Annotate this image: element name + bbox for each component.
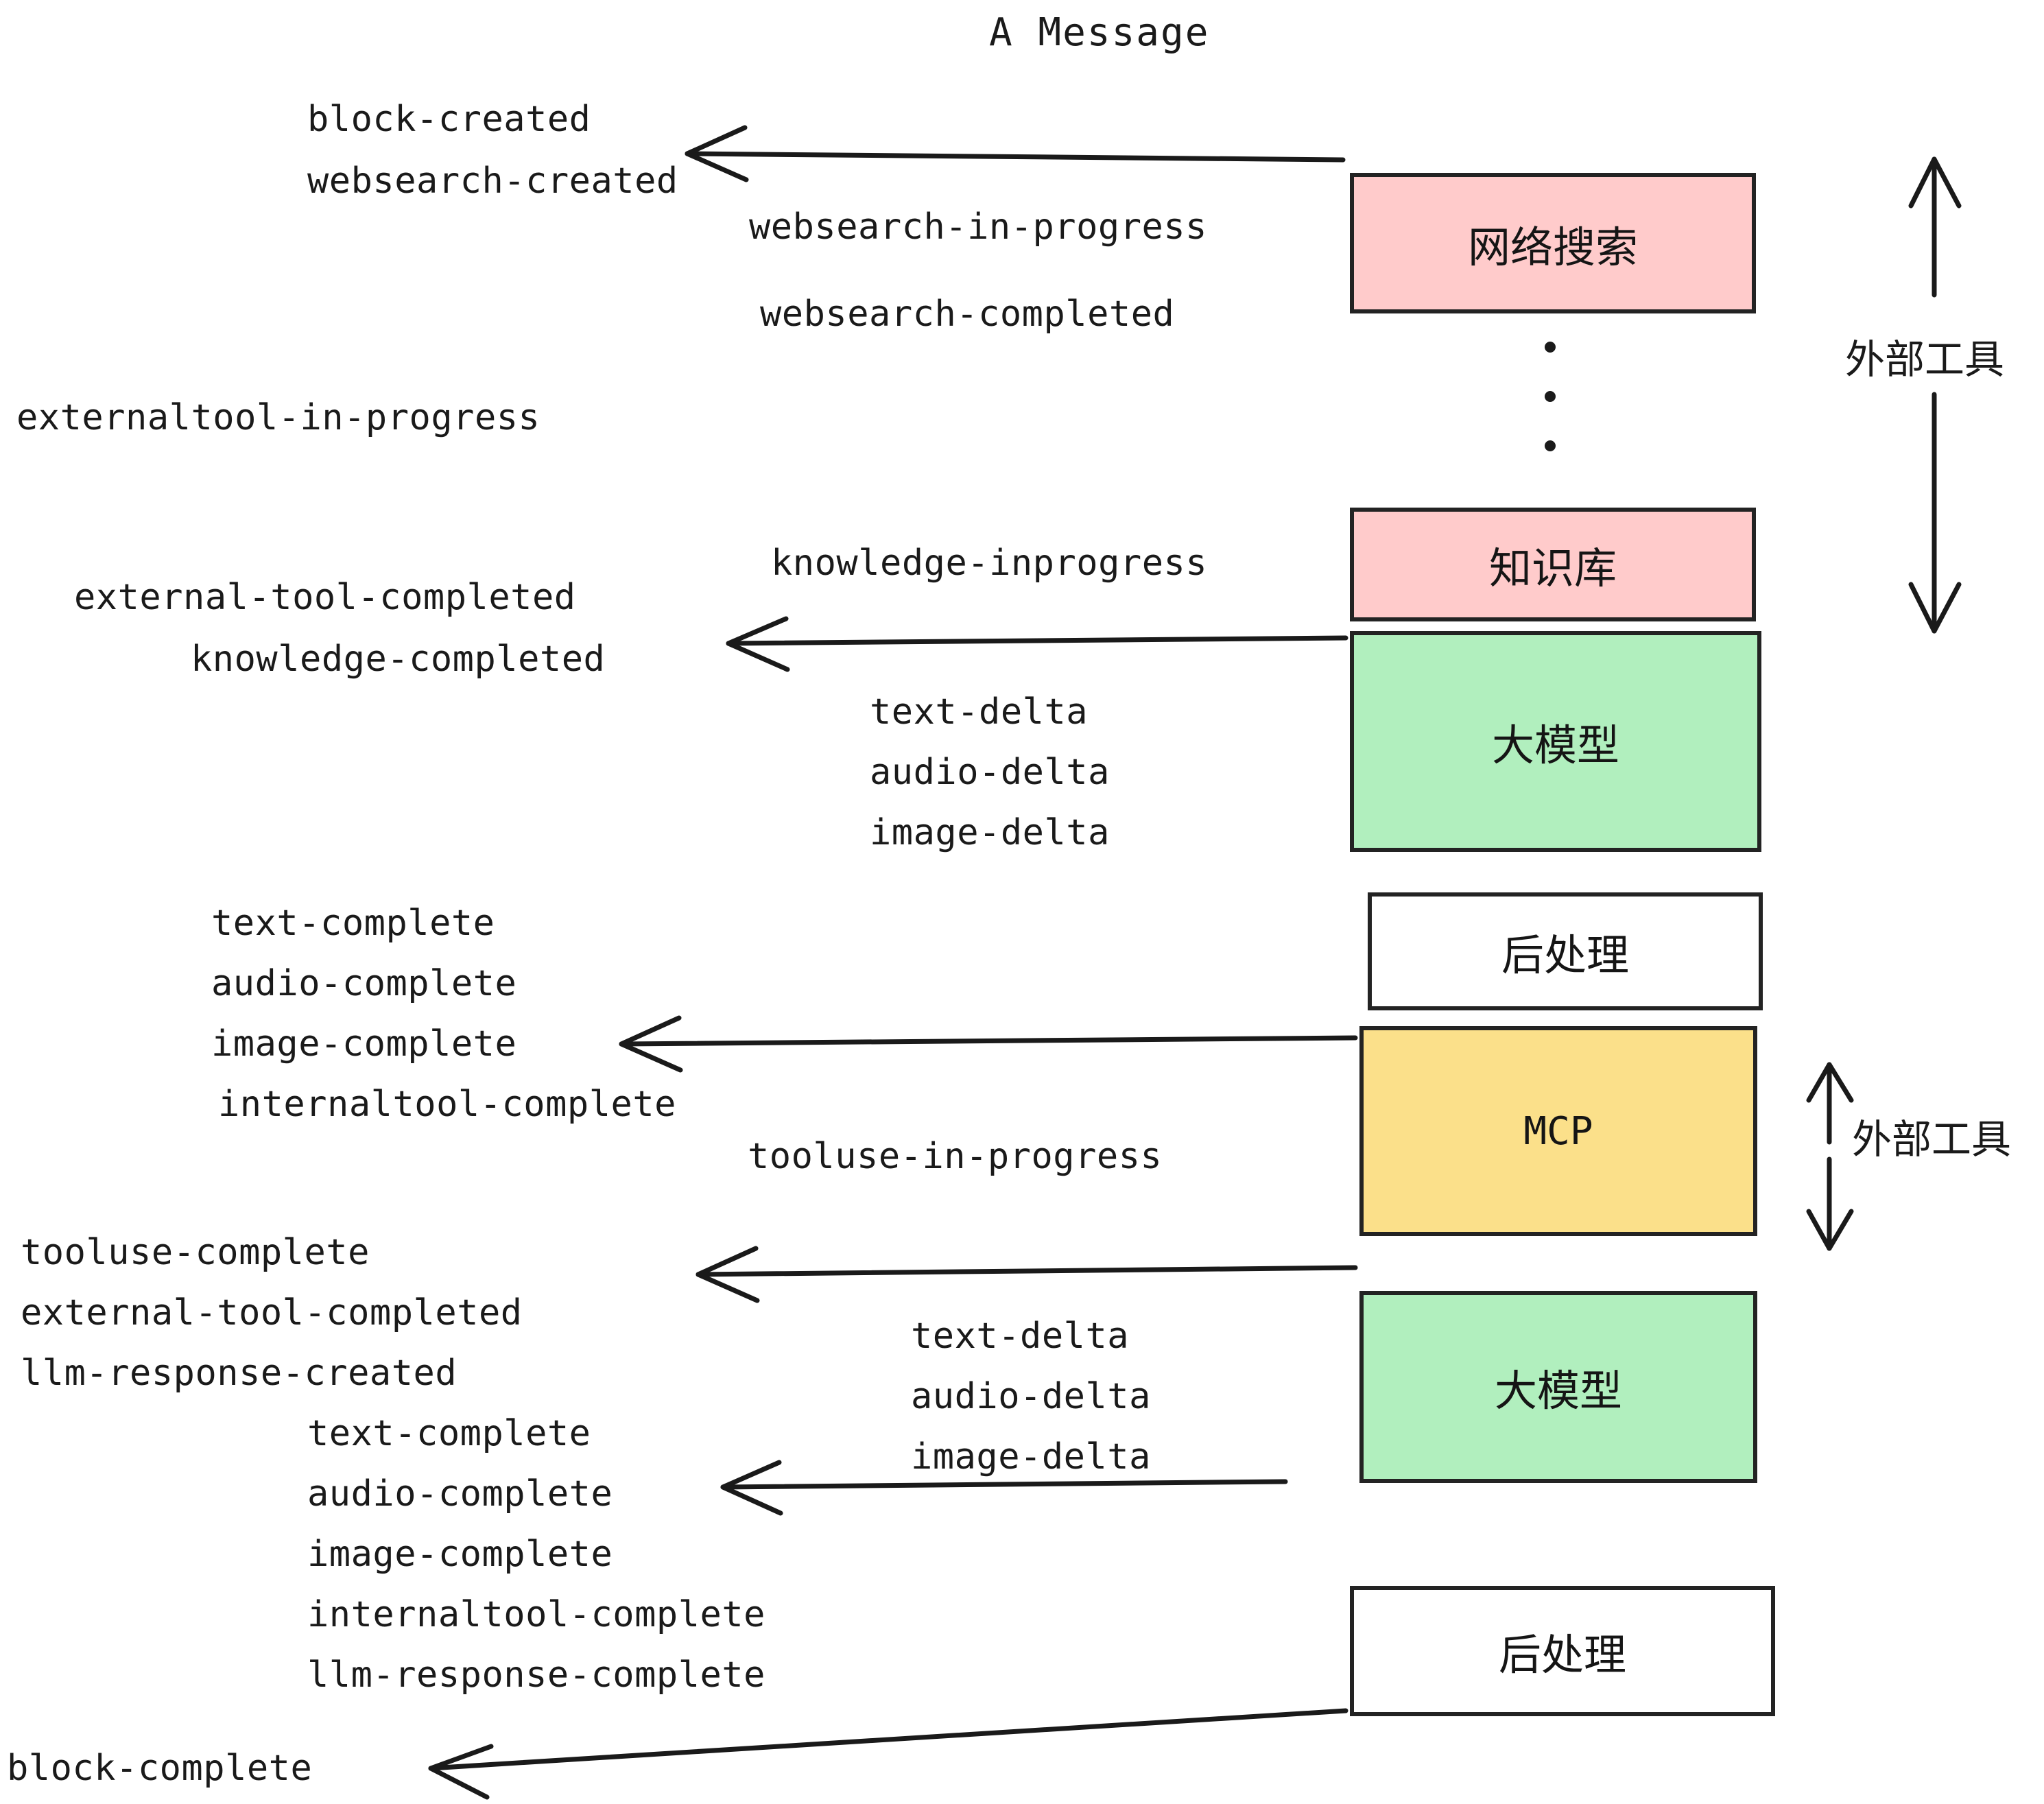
arrow-knowledge-completed — [726, 616, 1348, 672]
event-external-tool-completed-1: external-tool-completed — [74, 577, 576, 618]
event-external-tool-completed-2: external-tool-completed — [21, 1292, 523, 1333]
event-audio-complete-1: audio-complete — [211, 963, 517, 1004]
event-knowledge-completed: knowledge-completed — [191, 639, 606, 680]
event-internaltool-complete-2: internaltool-complete — [307, 1594, 765, 1635]
event-tooluse-complete: tooluse-complete — [21, 1232, 370, 1273]
node-postprocess-bottom[interactable]: 后处理 — [1350, 1586, 1775, 1716]
external-tools-range-top — [1908, 156, 1962, 634]
node-websearch-label: 网络搜索 — [1467, 222, 1638, 272]
node-knowledge-base-label: 知识库 — [1488, 543, 1617, 593]
event-externaltool-in-progress: externaltool-in-progress — [16, 397, 540, 438]
label-external-tools-bottom: 外部工具 — [1852, 1116, 2012, 1163]
event-image-complete-2: image-complete — [307, 1534, 613, 1575]
node-mcp[interactable]: MCP — [1359, 1026, 1757, 1236]
node-websearch[interactable]: 网络搜索 — [1350, 173, 1756, 313]
event-websearch-created: websearch-created — [307, 161, 678, 202]
arrow-image-complete — [619, 1015, 1358, 1073]
event-internaltool-complete-1: internaltool-complete — [218, 1084, 676, 1125]
node-postprocess-bottom-label: 后处理 — [1498, 1630, 1626, 1680]
event-websearch-completed: websearch-completed — [760, 294, 1175, 335]
event-text-complete-2: text-complete — [307, 1413, 591, 1454]
external-tools-range-bottom — [1806, 1062, 1854, 1251]
arrow-audio-complete — [720, 1460, 1288, 1516]
event-websearch-in-progress: websearch-in-progress — [749, 206, 1207, 248]
event-image-delta-1: image-delta — [870, 812, 1110, 853]
event-text-delta-1: text-delta — [870, 691, 1089, 733]
diagram-title: A Message — [989, 10, 1210, 55]
event-text-delta-2: text-delta — [911, 1316, 1130, 1357]
event-image-delta-2: image-delta — [911, 1436, 1151, 1477]
event-text-complete-1: text-complete — [211, 903, 495, 944]
arrow-block-complete — [428, 1708, 1348, 1800]
node-llm-top[interactable]: 大模型 — [1350, 631, 1761, 852]
node-postprocess-top[interactable]: 后处理 — [1368, 892, 1763, 1010]
arrow-websearch-created — [685, 125, 1346, 182]
event-audio-complete-2: audio-complete — [307, 1473, 613, 1515]
event-block-created: block-created — [307, 99, 591, 140]
event-llm-response-created: llm-response-created — [21, 1353, 457, 1394]
node-llm-top-label: 大模型 — [1491, 720, 1619, 770]
node-mcp-label: MCP — [1523, 1108, 1593, 1154]
arrow-tooluse-complete — [696, 1246, 1358, 1303]
event-image-complete-1: image-complete — [211, 1023, 517, 1065]
node-llm-bottom[interactable]: 大模型 — [1359, 1291, 1757, 1483]
node-postprocess-top-label: 后处理 — [1501, 930, 1629, 980]
event-llm-response-complete: llm-response-complete — [307, 1654, 765, 1696]
event-audio-delta-1: audio-delta — [870, 752, 1110, 793]
event-block-complete: block-complete — [7, 1748, 313, 1789]
event-audio-delta-2: audio-delta — [911, 1376, 1151, 1417]
node-llm-bottom-label: 大模型 — [1494, 1366, 1622, 1416]
node-knowledge-base[interactable]: 知识库 — [1350, 508, 1756, 621]
vertical-ellipsis-icon — [1543, 342, 1557, 451]
label-external-tools-top: 外部工具 — [1845, 336, 2005, 383]
event-knowledge-inprogress: knowledge-inprogress — [771, 543, 1208, 584]
event-tooluse-in-progress: tooluse-in-progress — [748, 1136, 1163, 1177]
